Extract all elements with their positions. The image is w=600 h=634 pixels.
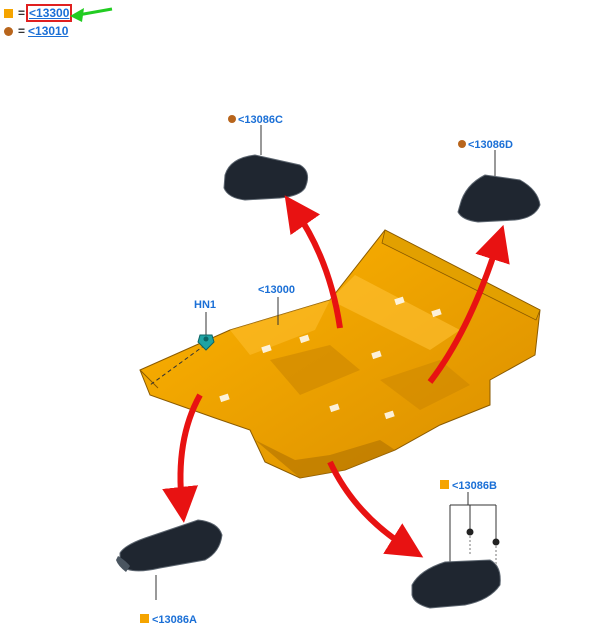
square-marker-icon	[440, 480, 449, 489]
callout-13086D[interactable]: <13086D	[468, 139, 513, 151]
callout-13086C[interactable]: <13086C	[238, 114, 283, 126]
callout-13086B[interactable]: <13086B	[452, 480, 497, 492]
legend-row-13300: = <13300	[4, 4, 73, 22]
square-marker-icon	[4, 8, 13, 18]
circle-marker-icon	[228, 115, 236, 123]
legend-row-13010: = <13010	[4, 22, 70, 40]
leader-lines	[149, 125, 497, 600]
floor-mat-13086D	[457, 174, 541, 223]
circle-marker-icon	[4, 26, 13, 36]
callout-13000[interactable]: <13000	[258, 284, 295, 296]
legend-equals: =	[18, 24, 26, 38]
square-marker-icon	[140, 614, 149, 623]
circle-marker-icon	[458, 140, 466, 148]
floor-mat-13086A	[119, 519, 223, 572]
callout-hn1[interactable]: HN1	[194, 299, 216, 311]
callout-13086A[interactable]: <13086A	[152, 614, 197, 626]
legend-link-13300[interactable]: <13300	[25, 4, 73, 22]
legend-equals: =	[18, 6, 26, 20]
hn1-clip-icon	[197, 334, 215, 351]
floor-mat-13086B	[411, 559, 501, 609]
floor-carpet	[139, 229, 541, 479]
legend: = <13300 = <13010	[4, 4, 73, 40]
floor-mat-13086C	[223, 154, 309, 201]
green-pointer-arrow-icon	[70, 7, 113, 22]
floor-mat-13086A-edge	[116, 556, 130, 572]
legend-link-13010[interactable]: <13010	[28, 24, 69, 38]
fastener-icon	[466, 528, 500, 566]
red-arrows	[162, 195, 510, 558]
